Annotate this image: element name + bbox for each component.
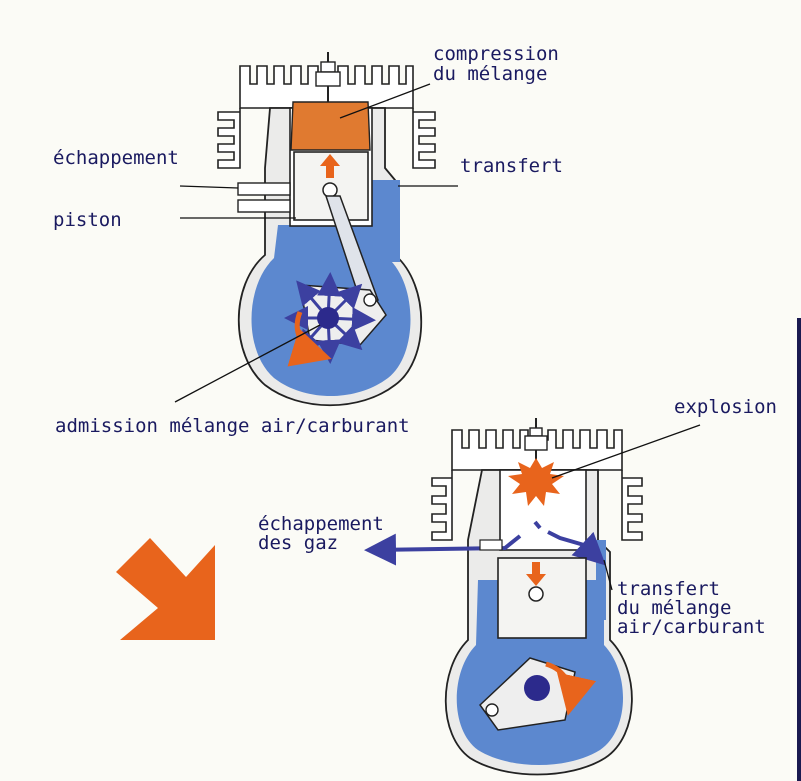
intake-port: [237, 199, 291, 213]
leader-admission: [174, 324, 321, 403]
connecting-rod: [324, 195, 379, 307]
label-echappement-gaz-2: des gaz: [258, 532, 338, 554]
right-edge-strip: [797, 318, 801, 781]
transfer-channel: [372, 180, 400, 262]
label-transfert-bottom-2: du mélange: [617, 597, 731, 619]
down-arrow-icon: [526, 562, 546, 586]
rotation-arrow-icon: [287, 311, 332, 367]
label-transfert-bottom-3: air/carburant: [617, 616, 766, 638]
crankshaft-bottom: [524, 675, 550, 701]
rotation-arrow-icon: [545, 661, 597, 716]
label-explosion: explosion: [674, 396, 777, 418]
crank-pin-bottom: [485, 703, 499, 717]
crankshaft: [317, 307, 339, 329]
compression-chamber: [290, 101, 371, 151]
label-du-melange: du mélange: [433, 63, 547, 85]
leader-transfert-bottom: [603, 559, 613, 591]
spark-plug-icon: [524, 418, 548, 462]
leader-compression: [339, 83, 431, 119]
label-admission: admission mélange air/carburant: [55, 415, 410, 437]
exhaust-port-bottom: [479, 539, 503, 551]
piston-pin-bottom: [528, 586, 544, 602]
exhaust-flow-arrow-icon: [364, 520, 606, 566]
label-transfert: transfert: [460, 155, 563, 177]
leader-explosion: [551, 424, 701, 479]
diagonal-arrow-icon: [116, 538, 215, 640]
exhaust-port: [237, 182, 291, 196]
crank-pin: [363, 293, 377, 307]
label-echappement-gaz-1: échappement: [258, 513, 384, 535]
bottom-engine: explosion échappement des gaz transfert …: [258, 396, 777, 776]
top-engine: compression du mélange échappement trans…: [53, 43, 563, 437]
label-compression: compression: [433, 43, 559, 65]
leader-echappement: [179, 185, 239, 189]
up-arrow-icon: [320, 154, 340, 178]
cylinder-head-fins: [217, 65, 436, 169]
label-transfert-bottom-1: transfert: [617, 578, 720, 600]
spark-plug-icon: [315, 52, 341, 102]
label-piston: piston: [53, 209, 122, 231]
piston-pin: [322, 182, 338, 198]
explosion-burst-icon: [508, 458, 564, 506]
label-echappement: échappement: [53, 147, 179, 169]
